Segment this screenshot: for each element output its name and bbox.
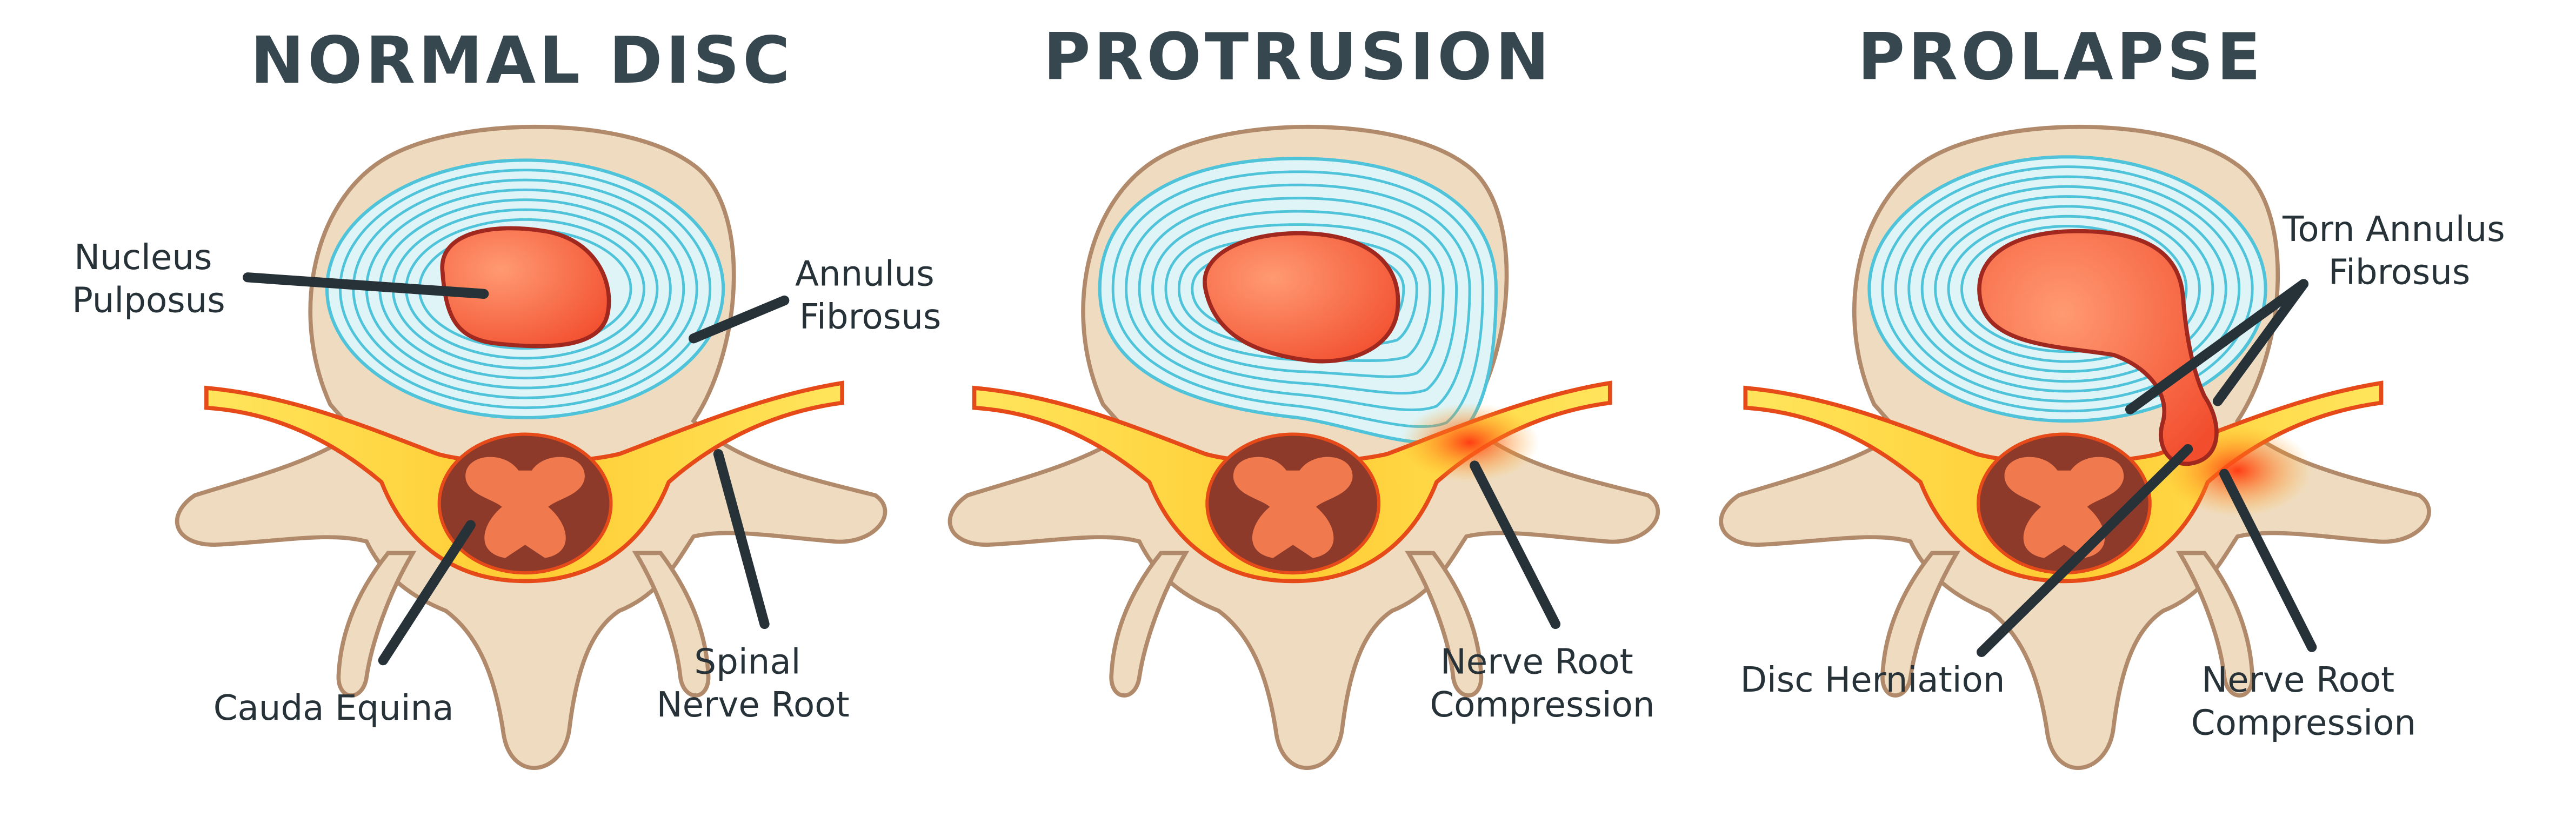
facet-right <box>1405 551 1484 698</box>
cauda-equina-cord <box>2004 457 2124 558</box>
facet-right <box>2176 551 2255 698</box>
label-disc-herniation: Disc Herniation <box>1740 660 2005 700</box>
facet-left <box>336 551 417 698</box>
label-nerve-root-compression: Nerve Root Compression <box>1430 642 1654 725</box>
panel-title-normal: NORMAL DISC <box>250 23 793 98</box>
panel-prolapse: PROLAPSE Torn Annulus Fibrosus <box>1719 20 2516 770</box>
annulus-rings <box>1881 165 2254 413</box>
leader-compression <box>1470 460 1561 630</box>
inflamed-nerve-root <box>1400 403 1539 483</box>
label-nerve-root-compression: Nerve Root Compression <box>2191 660 2416 743</box>
panel-protrusion: PROTRUSION Nerve Root Compression <box>947 20 1660 770</box>
leader-torn-annulus-2 <box>2212 279 2309 406</box>
nucleus-pulposus <box>1203 231 1400 364</box>
label-nucleus: Nucleus Pulposus <box>72 237 225 320</box>
label-annulus: Annulus Fibrosus <box>795 254 945 337</box>
cauda-equina-cord <box>465 457 585 558</box>
nucleus-pulposus <box>440 226 611 349</box>
leader-nucleus <box>243 272 489 299</box>
leader-torn-annulus-1 <box>2125 279 2309 414</box>
cauda-equina-cord <box>1233 457 1353 558</box>
leader-cauda <box>378 520 476 666</box>
herniated-nucleus <box>1977 229 2219 466</box>
leader-annulus <box>688 295 790 344</box>
facet-right <box>632 551 711 698</box>
leader-spinal <box>713 449 770 630</box>
label-torn-annulus: Torn Annulus Fibrosus <box>2282 209 2516 292</box>
facet-left <box>1109 551 1190 698</box>
panel-title-protrusion: PROTRUSION <box>1043 20 1552 95</box>
panel-normal-disc: NORMAL DISC Nucleus Pulp <box>72 23 945 770</box>
facet-left <box>1880 551 1961 698</box>
label-spinal-nerve-root: Spinal Nerve Root <box>657 642 850 725</box>
panel-title-prolapse: PROLAPSE <box>1858 20 2264 95</box>
leader-herniation <box>1976 444 2193 657</box>
leader-compression <box>2219 468 2317 652</box>
label-cauda-equina: Cauda Equina <box>213 688 454 728</box>
